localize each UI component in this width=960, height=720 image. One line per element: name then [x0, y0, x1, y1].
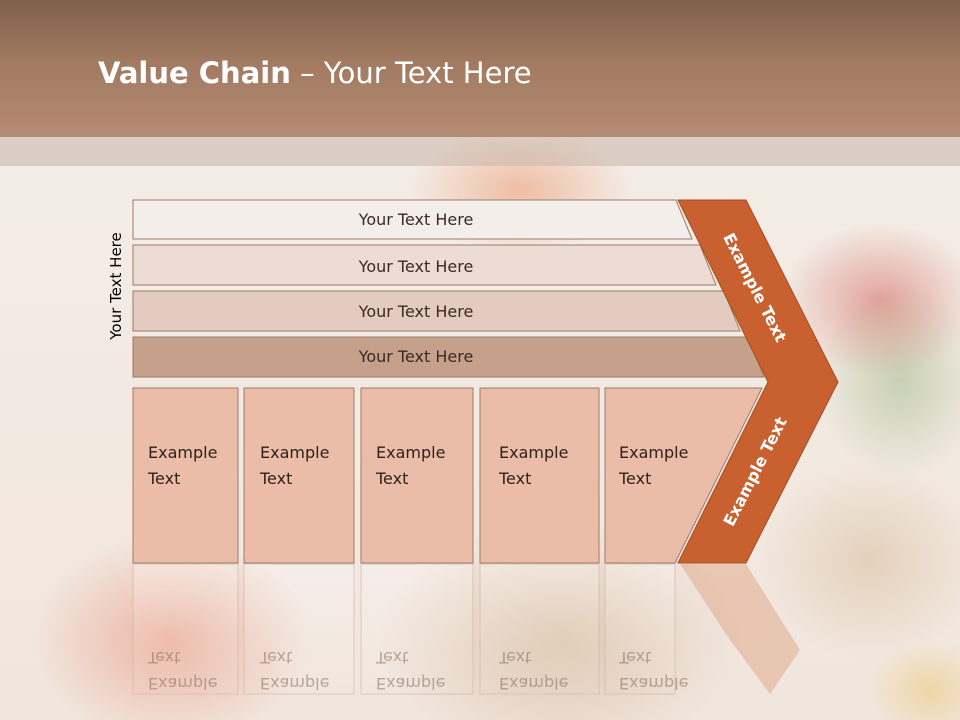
cell-line2: Text: [498, 469, 531, 488]
bar-shape: [132, 290, 741, 332]
cell-line1: Example: [148, 443, 217, 462]
cell-line2: Text: [259, 469, 292, 488]
reflection-cell: [360, 563, 474, 695]
reflection-text: Text: [375, 648, 408, 667]
cell: [360, 387, 474, 564]
reflection-cell: [604, 563, 676, 695]
reflection-text: Text: [498, 648, 531, 667]
reflection-text: Text: [618, 648, 651, 667]
cell: [604, 387, 763, 564]
reflection-text: Example: [376, 674, 445, 693]
reflection-text: Text: [259, 648, 292, 667]
bar-label: Your Text Here: [358, 302, 474, 321]
bar-label: Your Text Here: [358, 257, 474, 276]
header-band: [0, 137, 960, 166]
bar-label: Your Text Here: [358, 347, 474, 366]
cell: [243, 387, 355, 564]
title-bold: Value Chain: [98, 56, 291, 90]
reflection-chevron: [680, 564, 800, 694]
reflection: Text Example Text Example Text Example T…: [132, 563, 800, 695]
cell: [479, 387, 600, 564]
header-bar: [0, 0, 960, 137]
cell: [132, 387, 239, 564]
bar-label: Your Text Here: [358, 210, 474, 229]
page-title: Value Chain – Your Text Here: [98, 56, 532, 90]
reflection-text: Example: [260, 674, 329, 693]
reflection-text: Text: [147, 648, 180, 667]
reflection-text: Example: [619, 674, 688, 693]
cell-line1: Example: [619, 443, 688, 462]
chevron-arrow: [677, 199, 839, 564]
cell-line2: Text: [375, 469, 408, 488]
reflection-text: Example: [148, 674, 217, 693]
cell-line1: Example: [376, 443, 445, 462]
cell-line1: Example: [499, 443, 568, 462]
cell-line2: Text: [618, 469, 651, 488]
title-rest: – Your Text Here: [290, 56, 532, 90]
reflection-cell: [243, 563, 355, 695]
reflection-cell: [132, 563, 239, 695]
cell-line1: Example: [260, 443, 329, 462]
reflection-text: Example: [499, 674, 568, 693]
bar-shape: [132, 244, 717, 286]
bar-shape: [132, 199, 693, 240]
cell-line2: Text: [147, 469, 180, 488]
bar-shape: [132, 336, 765, 378]
reflection-cell: [479, 563, 600, 695]
